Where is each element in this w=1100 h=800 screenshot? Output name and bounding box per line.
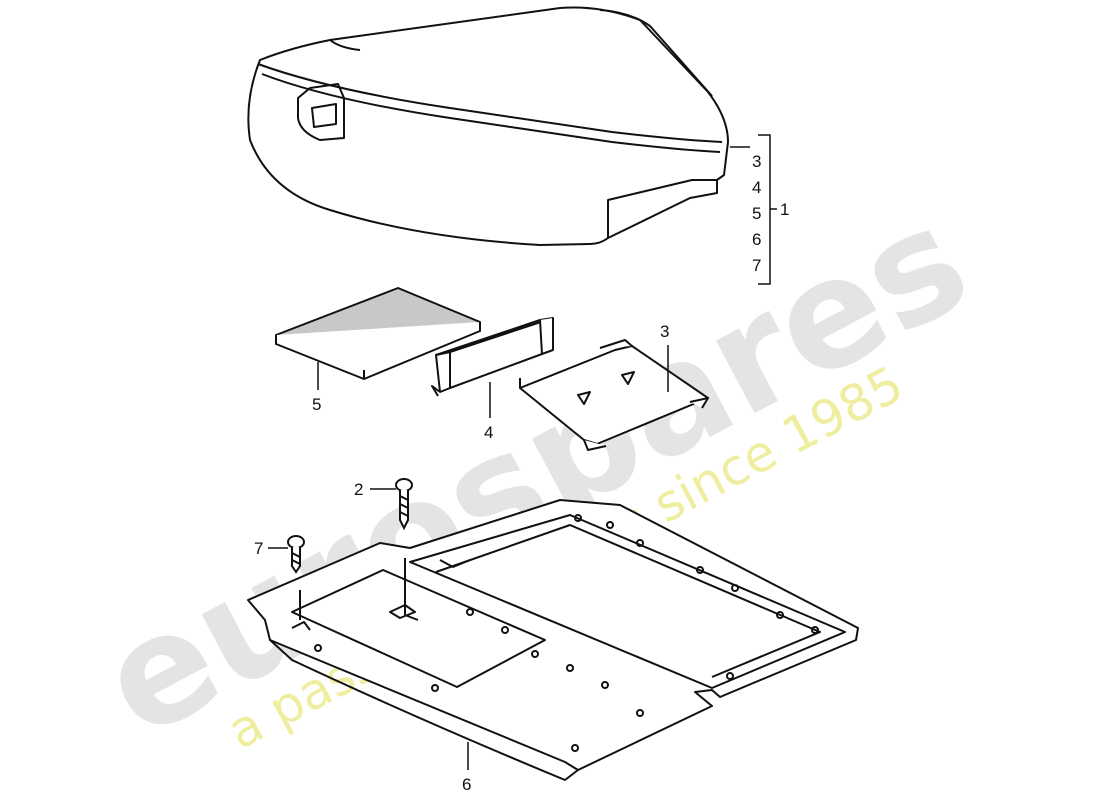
bracket-list-item: 3 — [752, 152, 761, 171]
screw-part-2 — [395, 478, 413, 531]
screw-part-7 — [287, 535, 305, 574]
callout-7: 7 — [254, 539, 263, 558]
callout-1: 1 — [780, 200, 789, 219]
callout-5: 5 — [312, 395, 321, 414]
bracket-list-item: 7 — [752, 256, 761, 275]
part-cover — [247, 6, 729, 246]
bracket-list-item: 6 — [752, 230, 761, 249]
part-tray — [247, 499, 859, 781]
bracket-list-item: 4 — [752, 178, 761, 197]
bracket-list-item: 5 — [752, 204, 761, 223]
part-bracket — [519, 339, 709, 451]
bracket-item-1 — [730, 134, 777, 285]
bracket-list: 3 4 5 6 7 — [752, 152, 761, 275]
leader-lines — [268, 345, 669, 770]
callout-4: 4 — [484, 423, 493, 442]
callout-3: 3 — [660, 322, 669, 341]
part-pad — [275, 287, 481, 380]
callout-2: 2 — [354, 480, 363, 499]
part-plate — [431, 317, 554, 397]
callout-6: 6 — [462, 775, 471, 794]
